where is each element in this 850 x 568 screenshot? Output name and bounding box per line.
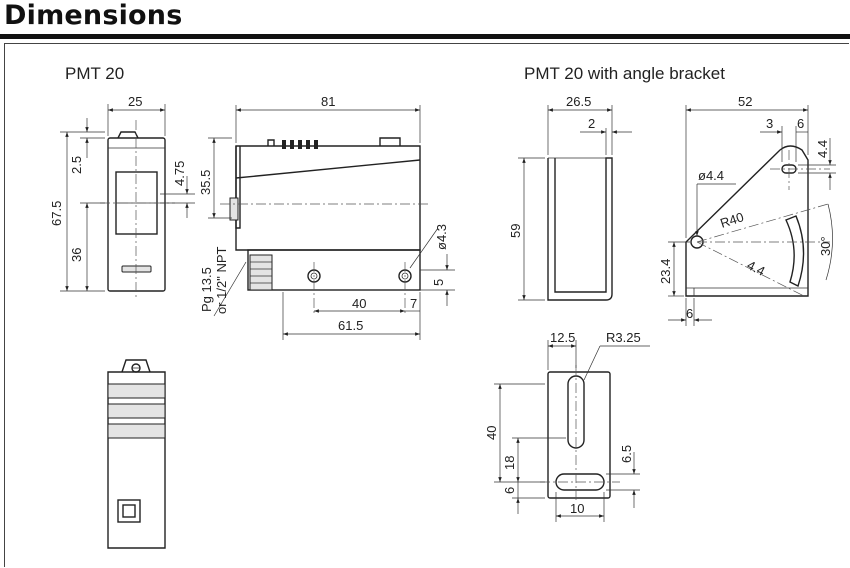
dim-side-length: 81 <box>321 94 335 109</box>
dim-bracket2-width: 52 <box>738 94 752 109</box>
dim-side-height: 35.5 <box>198 170 213 195</box>
bottom-view <box>107 359 166 549</box>
dim-side-hole-span: 40 <box>352 296 366 311</box>
dim-bracket2-d6: 6 <box>797 116 804 131</box>
page-title: Dimensions <box>4 0 183 31</box>
thread-label-1: Pg 13.5 <box>199 267 214 312</box>
dim-bracket2-top: 4.4 <box>815 140 830 158</box>
dim-side-hole-edge: 7 <box>410 296 417 311</box>
dim-bracket2-angle: 30° <box>818 236 833 256</box>
bracket-plate-dimensions: 12.5 R3.25 40 18 6 6.5 10 <box>484 330 650 522</box>
bracket-front-view <box>685 145 833 297</box>
dim-side-base-length: 61.5 <box>338 318 363 333</box>
dim-front-top-offset: 2.5 <box>69 156 84 174</box>
dim-bracket2-base: 6 <box>686 306 693 321</box>
dim-bracket-width: 26.5 <box>566 94 591 109</box>
front-view <box>100 120 175 300</box>
front-dimensions: 25 67.5 36 2.5 4.75 <box>49 94 195 292</box>
dim-plate-base: 6 <box>502 487 517 494</box>
dim-bracket2-height: 23.4 <box>658 259 673 284</box>
dim-plate-radius: R3.25 <box>606 330 641 345</box>
bracket-front-dimensions: 52 3 6 4.4 ø4.4 R40 4.4 30° 23.4 6 <box>658 94 836 326</box>
bracket-side-dimensions: 26.5 2 59 <box>508 94 632 301</box>
dim-bracket-thickness: 2 <box>588 116 595 131</box>
dim-plate-height: 40 <box>484 426 499 440</box>
dim-bracket2-d3: 3 <box>766 116 773 131</box>
dim-bracket2-radius: R40 <box>718 209 745 231</box>
side-view <box>220 137 430 314</box>
dim-plate-slot: 6.5 <box>619 445 634 463</box>
dim-plate-mid: 18 <box>502 456 517 470</box>
dim-side-hole-offset: 5 <box>431 279 446 286</box>
drawing-frame <box>4 43 849 567</box>
caption-pmt20: PMT 20 <box>65 64 125 83</box>
dim-front-window: 4.75 <box>172 161 187 186</box>
dim-front-height: 67.5 <box>49 201 64 226</box>
bracket-plate-view <box>540 365 620 500</box>
dim-bracket2-hole: ø4.4 <box>698 168 724 183</box>
dim-bracket2-slot: 4.4 <box>745 257 768 279</box>
title-rule <box>0 34 850 39</box>
dim-bracket-height: 59 <box>508 224 523 238</box>
dim-plate-width: 12.5 <box>550 330 575 345</box>
dim-plate-length: 10 <box>570 501 584 516</box>
caption-pmt20-bracket: PMT 20 with angle bracket <box>524 64 725 83</box>
side-dimensions: 81 35.5 Pg 13.5 or 1/2" NPT ø4.3 5 40 7 … <box>198 94 455 340</box>
dim-front-lower: 36 <box>69 248 84 262</box>
dim-front-width: 25 <box>128 94 142 109</box>
bracket-side-view <box>547 157 613 301</box>
thread-label-2: or 1/2" NPT <box>214 246 229 314</box>
dim-side-hole: ø4.3 <box>434 224 449 250</box>
